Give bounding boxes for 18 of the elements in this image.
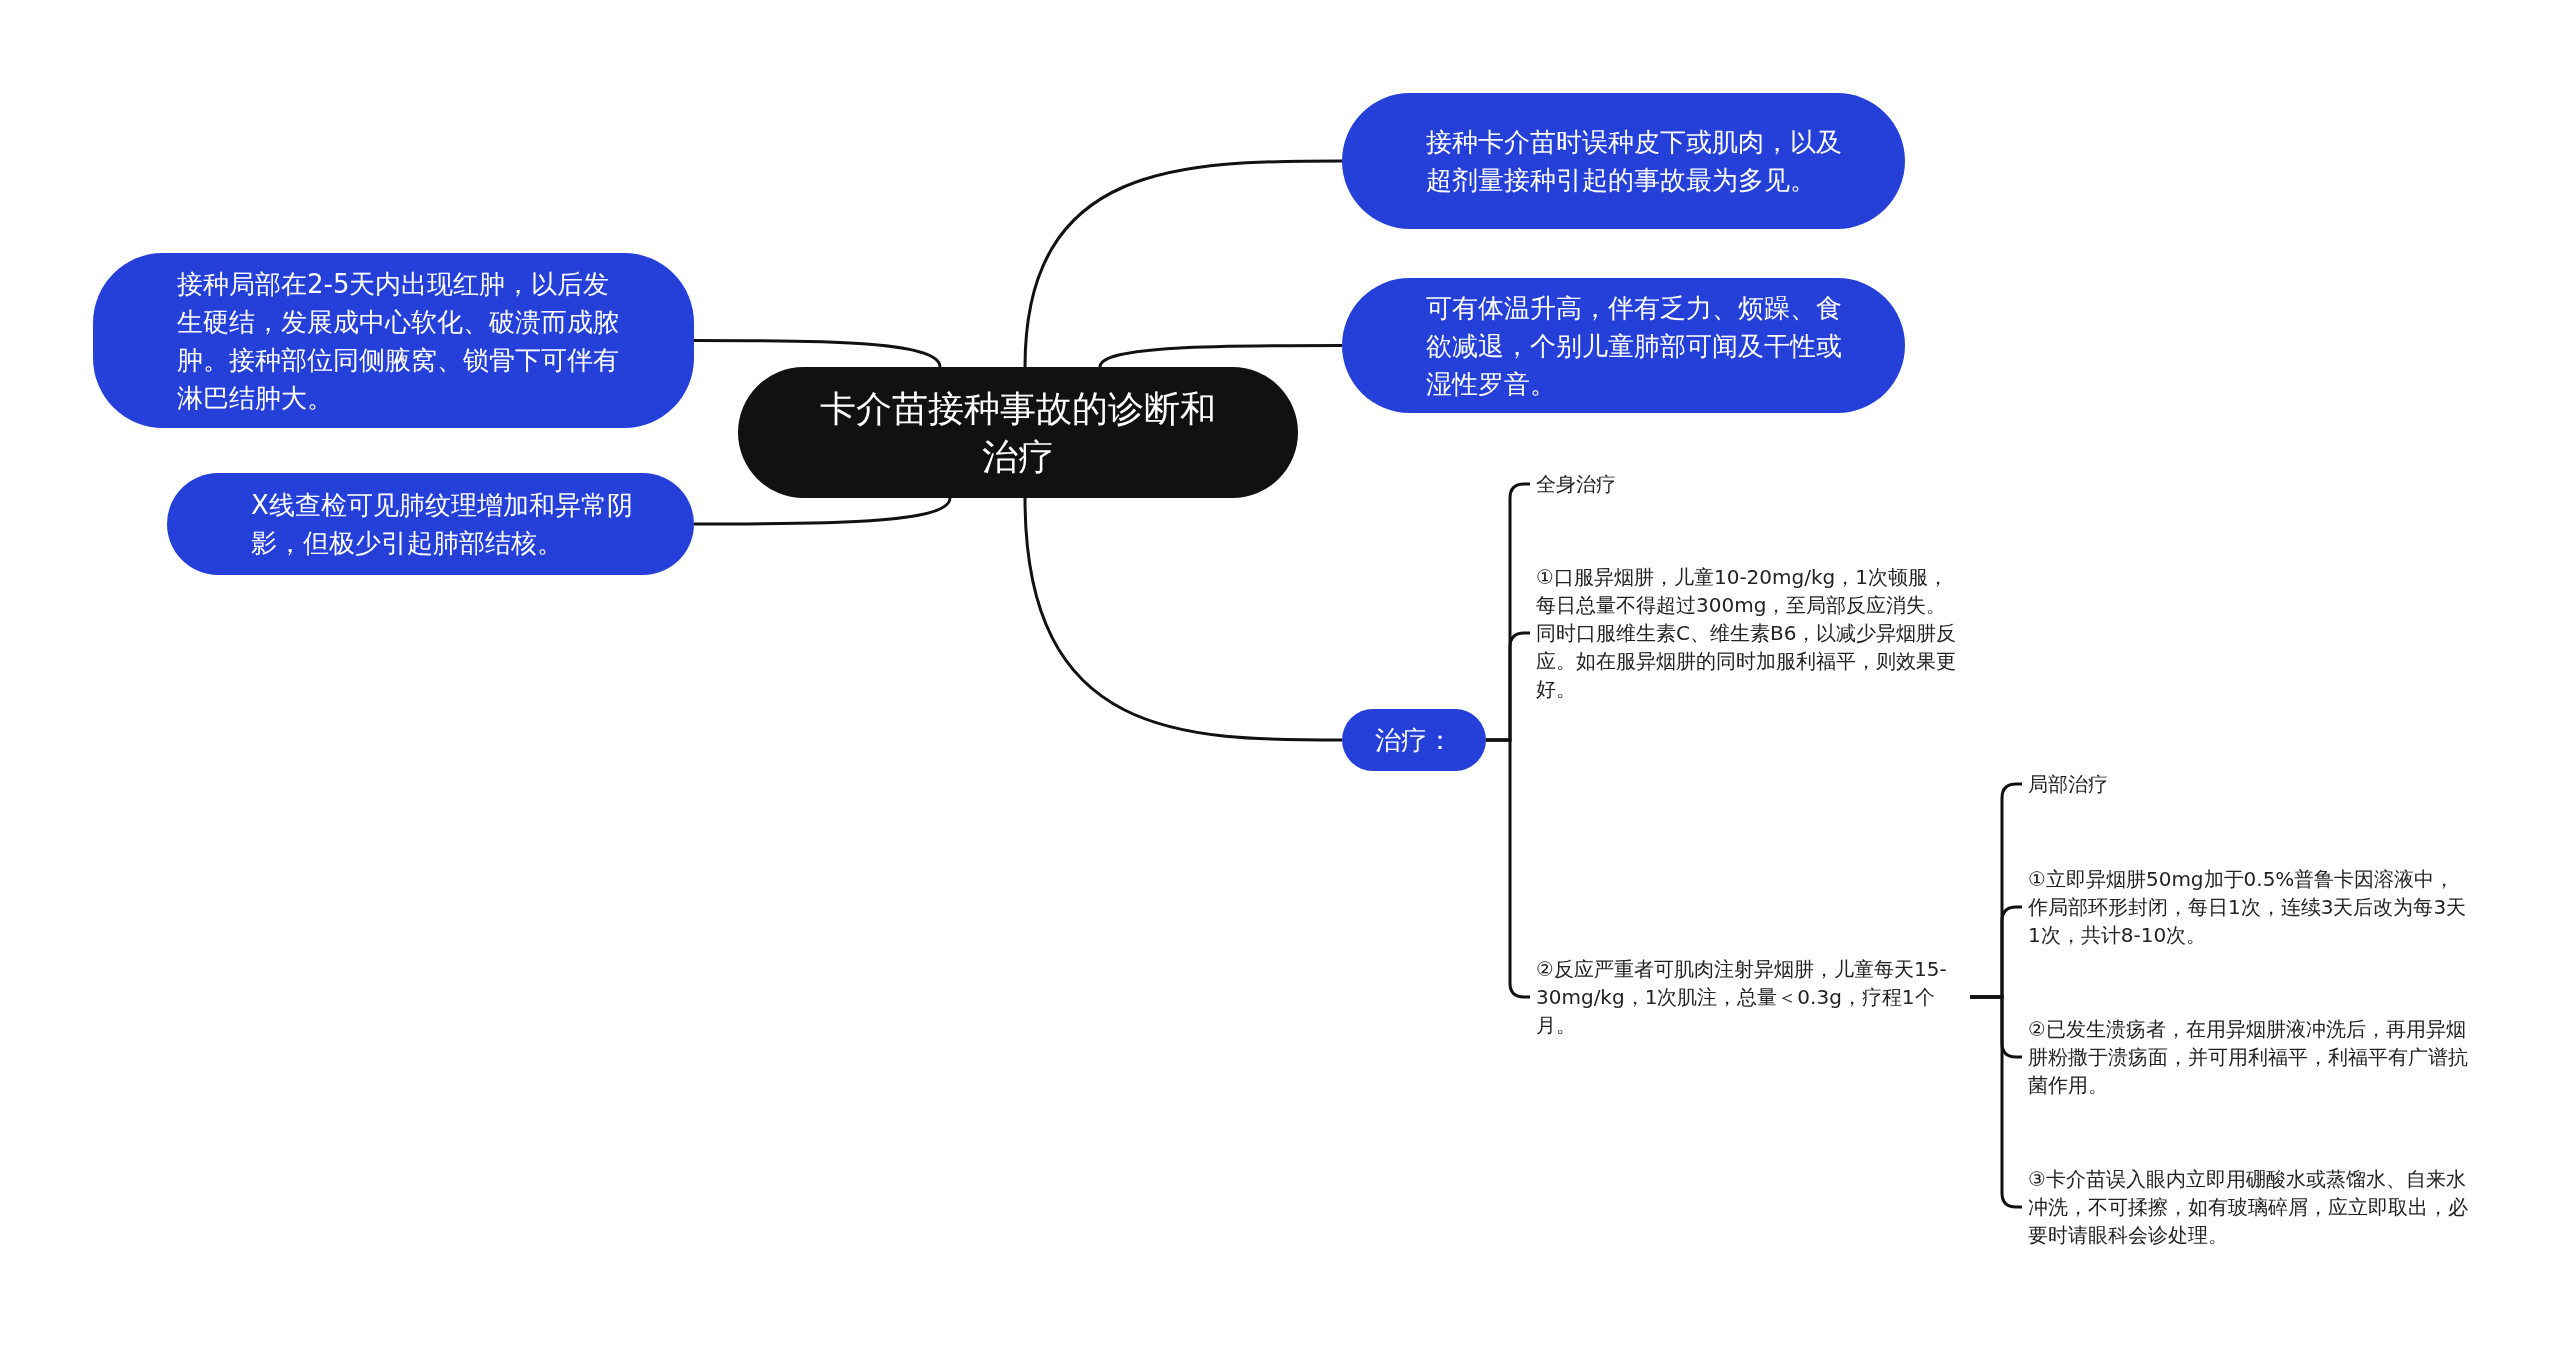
connector-line (694, 339, 942, 368)
topic-pill: 接种卡介苗时误种皮下或肌肉，以及超剂量接种引起的事故最为多见。 (1342, 93, 1905, 229)
note-text: ②已发生溃疡者，在用异烟肼液冲洗后，再用异烟肼粉撒于溃疡面，并可用利福平，利福平有广谱抗菌作用。 (2028, 1015, 2468, 1099)
connector-line (1098, 344, 1342, 368)
topic-pill: 治疗： (1342, 709, 1486, 771)
topic-pill: 接种局部在2-5天内出现红肿，以后发生硬结，发展成中心软化、破溃而成脓肿。接种部位同侧腋窝、锁骨下可伴有淋巴结肿大。 (93, 253, 694, 428)
connector-line (1023, 159, 1342, 368)
connector-line (1023, 497, 1342, 742)
note-text: ①立即异烟肼50mg加于0.5%普鲁卡因溶液中，作局部环形封闭，每日1次，连续3天后改为每3天1次，共计8-10次。 (2028, 865, 2468, 949)
connector-line (694, 497, 952, 526)
topic-pill: 可有体温升高，伴有乏力、烦躁、食欲减退，个别儿童肺部可闻及干性或湿性罗音。 (1342, 278, 1905, 413)
note-text: ③卡介苗误入眼内立即用硼酸水或蒸馏水、自来水冲洗，不可揉擦，如有玻璃碎屑，应立即取出，必要时请眼科会诊处理。 (2028, 1165, 2468, 1249)
central-topic: 卡介苗接种事故的诊断和治疗 (738, 367, 1298, 498)
note-text: 局部治疗 (2028, 770, 2328, 798)
note-text: 全身治疗 (1536, 470, 1836, 498)
note-text: ①口服异烟肼，儿童10-20mg/kg，1次顿服，每日总量不得超过300mg，至局部反应消失。同时口服维生素C、维生素B6，以减少异烟肼反应。如在服异烟肼的同时加服利福平，则效果更好。 (1536, 563, 1966, 703)
topic-pill: X线查检可见肺纹理增加和异常阴影，但极少引起肺部结核。 (167, 473, 694, 575)
note-text: ②反应严重者可肌肉注射异烟肼，儿童每天15-30mg/kg，1次肌注，总量＜0.3g，疗程1个月。 (1536, 955, 1966, 1039)
